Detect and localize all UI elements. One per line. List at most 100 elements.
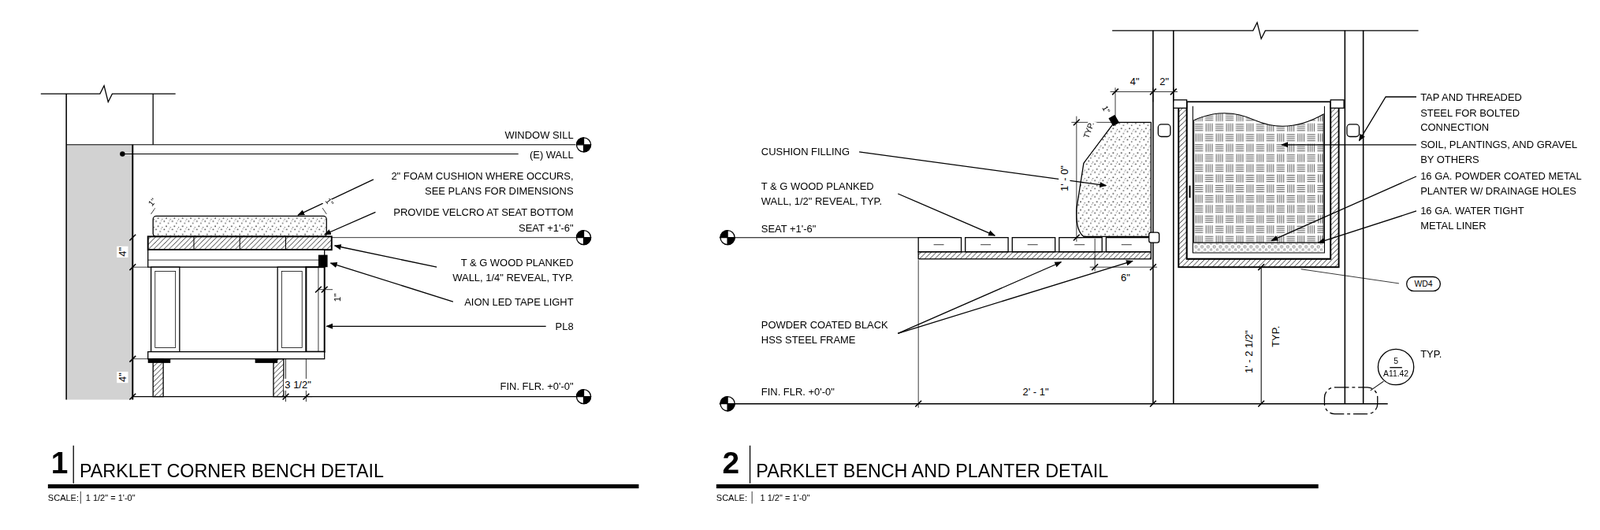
scale-value: 1 1/2" = 1'-0": [760, 492, 811, 504]
bench-planter-detail-part: [1344, 30, 1347, 405]
bench-planter-detail-part: [1281, 144, 1417, 146]
bench-planter-detail-part: [1271, 176, 1417, 242]
datum-label: SEAT +1'-6": [761, 222, 817, 238]
title-bars-part: [80, 491, 82, 505]
dimension: 2' - 1": [1021, 386, 1050, 398]
corner-bench-detail-part: [324, 212, 376, 235]
callout-note: T & G WOOD PLANKED WALL, 1/4" REVEAL, TY…: [435, 256, 574, 287]
datum-label: (E) WALL: [529, 148, 574, 164]
datum-label: FIN. FLR. +0'-0": [500, 379, 574, 395]
bench-planter-detail-part: [1370, 381, 1385, 391]
section-callout: 5A11.42: [1377, 349, 1415, 387]
datum-label: FIN. FLR. +0'-0": [761, 385, 835, 401]
bench-planter-detail-part: [1149, 232, 1160, 243]
dimension: 3 1/2": [283, 379, 313, 391]
bench-planter-detail-part: [1108, 115, 1120, 127]
tag-text: 5: [1389, 356, 1403, 368]
bench-planter-detail-part: [918, 252, 1151, 260]
material-tag: WD4: [1406, 275, 1441, 291]
bench-planter-detail-part: [1186, 101, 1332, 259]
corner-bench-detail-part: [40, 85, 176, 103]
bench-planter-detail-part: [1318, 211, 1417, 243]
detail-title: PARKLET BENCH AND PLANTER DETAIL: [755, 460, 1109, 483]
scale-label: SCALE:: [48, 492, 79, 504]
corner-bench-detail-part: [576, 137, 591, 153]
dimension: 4": [116, 246, 128, 258]
corner-bench-detail-part: [155, 271, 176, 348]
corner-bench-detail-part: [148, 359, 171, 364]
dimension: 4": [116, 372, 128, 384]
bench-planter-detail-part: [915, 401, 1157, 408]
corner-bench-detail-part: [129, 234, 136, 401]
bench-planter-detail-part: [1152, 30, 1154, 405]
dimension: 2": [1158, 75, 1170, 87]
corner-bench-detail-part: [297, 179, 374, 216]
bench-planter-detail-part: [1194, 242, 1324, 253]
dimension: 1": [146, 196, 160, 210]
bench-planter-detail-part: [1090, 238, 1158, 272]
bench-planter-detail-part: [1257, 264, 1265, 407]
datum-label: SEAT +1'-6": [518, 221, 574, 237]
corner-bench-detail-part: [66, 144, 576, 146]
corner-bench-detail-part: [317, 267, 319, 352]
scale-label: SCALE:: [716, 492, 748, 504]
title-bars-part: [48, 484, 640, 489]
bench-planter-detail-part: [720, 230, 735, 246]
bench-planter-detail-part: [1186, 101, 1332, 259]
title-bars: [48, 446, 1319, 505]
dimension: TYP.: [1082, 119, 1098, 142]
material-tag: PL8: [555, 320, 574, 336]
corner-bench-detail-part: [148, 352, 325, 360]
bench-planter-detail-part: [1110, 87, 1178, 119]
bench-planter-detail-part: [897, 260, 1133, 334]
bench-planter-detail-part: [1189, 186, 1191, 199]
corner-bench-detail-part: [152, 93, 154, 146]
corner-bench-detail-part: [152, 359, 164, 398]
callout-note: SOIL, PLANTINGS, AND GRAVEL BY OTHERS: [1420, 137, 1584, 168]
corner-bench-detail-part: [122, 153, 518, 155]
bench-planter-detail-part: [720, 397, 735, 412]
bench-planter-detail-part: [1324, 387, 1377, 415]
dimension: 6": [1120, 271, 1132, 283]
bench-planter-detail-part: [897, 193, 995, 236]
bench-planter-detail-part: [1112, 89, 1177, 96]
corner-bench-detail-part: [148, 249, 325, 268]
bench-planter-detail-part: [1172, 30, 1175, 405]
dimension: 4": [1128, 75, 1140, 87]
corner-bench-detail-part: [151, 267, 180, 352]
title-bars-part: [73, 446, 75, 484]
bench-planter-detail-part: [1073, 119, 1080, 241]
corner-bench-detail-part: [277, 267, 306, 352]
scale-value: 1 1/2" = 1'-0": [85, 492, 136, 504]
callout-note: CUSHION FILLING: [761, 145, 850, 160]
bench-planter-detail-part: [1157, 124, 1171, 138]
corner-bench-detail: [40, 85, 592, 405]
title-bars-part: [716, 484, 1319, 489]
corner-bench-detail-part: [282, 394, 310, 401]
corner-bench-detail-part: [151, 208, 328, 215]
callout-note: PROVIDE VELCRO AT SEAT BOTTOM: [393, 206, 574, 222]
corner-bench-detail-part: [318, 267, 333, 294]
corner-bench-detail-part: [65, 93, 67, 400]
dimension: 1": [1098, 104, 1112, 117]
bench-planter-detail-part: [1192, 106, 1325, 254]
corner-bench-detail-part: [315, 286, 328, 294]
detail-title: PARKLET CORNER BENCH DETAIL: [79, 460, 384, 483]
bench-planter-detail: [719, 22, 1419, 414]
bench-planter-detail-part: [1362, 30, 1365, 405]
callout-note: TAP AND THREADED STEEL FOR BOLTED CONNEC…: [1420, 90, 1538, 135]
corner-bench-detail-part: [132, 267, 148, 360]
corner-bench-detail-part: [148, 260, 325, 261]
corner-bench-detail-part: [334, 245, 437, 268]
corner-bench-detail-part: [326, 326, 546, 328]
bench-planter-detail-part: [1091, 264, 1157, 271]
corner-bench-detail-part: [331, 237, 577, 239]
bench-planter-detail-part: [1261, 267, 1262, 404]
corner-bench-detail-part: [273, 359, 284, 398]
bench-planter-detail-part: [1301, 269, 1400, 284]
bench-planter-detail-part: [719, 237, 919, 239]
corner-bench-detail-part: [576, 230, 591, 246]
corner-bench-detail-part: [148, 236, 332, 250]
tag-text: WD4: [1414, 279, 1433, 289]
